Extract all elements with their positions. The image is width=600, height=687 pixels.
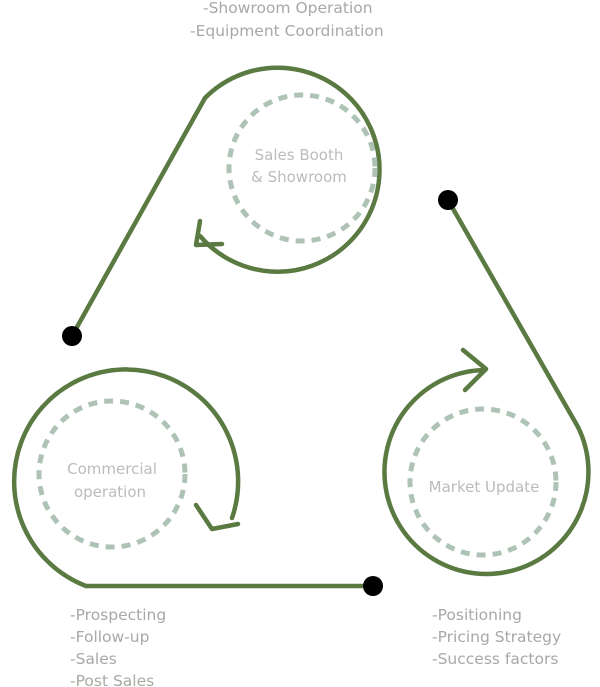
sales-note-1: -Showroom Operation bbox=[203, 0, 373, 17]
commercial-note-1: -Prospecting bbox=[70, 606, 166, 624]
market-note-1: -Positioning bbox=[432, 606, 522, 624]
commercial-dashed-ring bbox=[36, 398, 188, 550]
sales-note-2: -Equipment Coordination bbox=[190, 22, 384, 40]
sales-loop-arrowhead bbox=[193, 218, 225, 248]
market-loop-arc bbox=[382, 367, 591, 577]
sales-label-line-1: Sales Booth bbox=[255, 146, 344, 164]
commercial-loop-arc bbox=[11, 367, 241, 589]
junction-dot-right bbox=[438, 190, 458, 210]
commercial-note-3: -Sales bbox=[70, 650, 117, 668]
connector-sales-to-market bbox=[445, 197, 581, 430]
sales-loop-arc bbox=[197, 65, 382, 274]
commercial-loop-arrowhead bbox=[193, 502, 241, 532]
sales-dashed-ring bbox=[226, 92, 378, 244]
junction-dot-left bbox=[62, 326, 82, 346]
market-note-3: -Success factors bbox=[432, 650, 558, 668]
market-loop-arrowhead bbox=[460, 347, 489, 393]
market-label-line-1: Market Update bbox=[429, 478, 540, 496]
market-dashed-ring bbox=[407, 406, 559, 558]
sales-node: Sales Booth & Showroom bbox=[193, 65, 382, 274]
junction-dot-bottom bbox=[363, 576, 383, 596]
commercial-node: Commercial operation bbox=[11, 367, 241, 589]
commercial-label-line-2: operation bbox=[74, 483, 146, 501]
sales-label-line-2: & Showroom bbox=[251, 168, 347, 186]
market-note-2: -Pricing Strategy bbox=[432, 628, 561, 646]
commercial-note-2: -Follow-up bbox=[70, 628, 149, 646]
connector-commercial-to-sales bbox=[69, 95, 208, 339]
commercial-label-line-1: Commercial bbox=[67, 460, 157, 478]
market-node: Market Update bbox=[382, 347, 591, 577]
commercial-note-4: -Post Sales bbox=[70, 672, 154, 687]
